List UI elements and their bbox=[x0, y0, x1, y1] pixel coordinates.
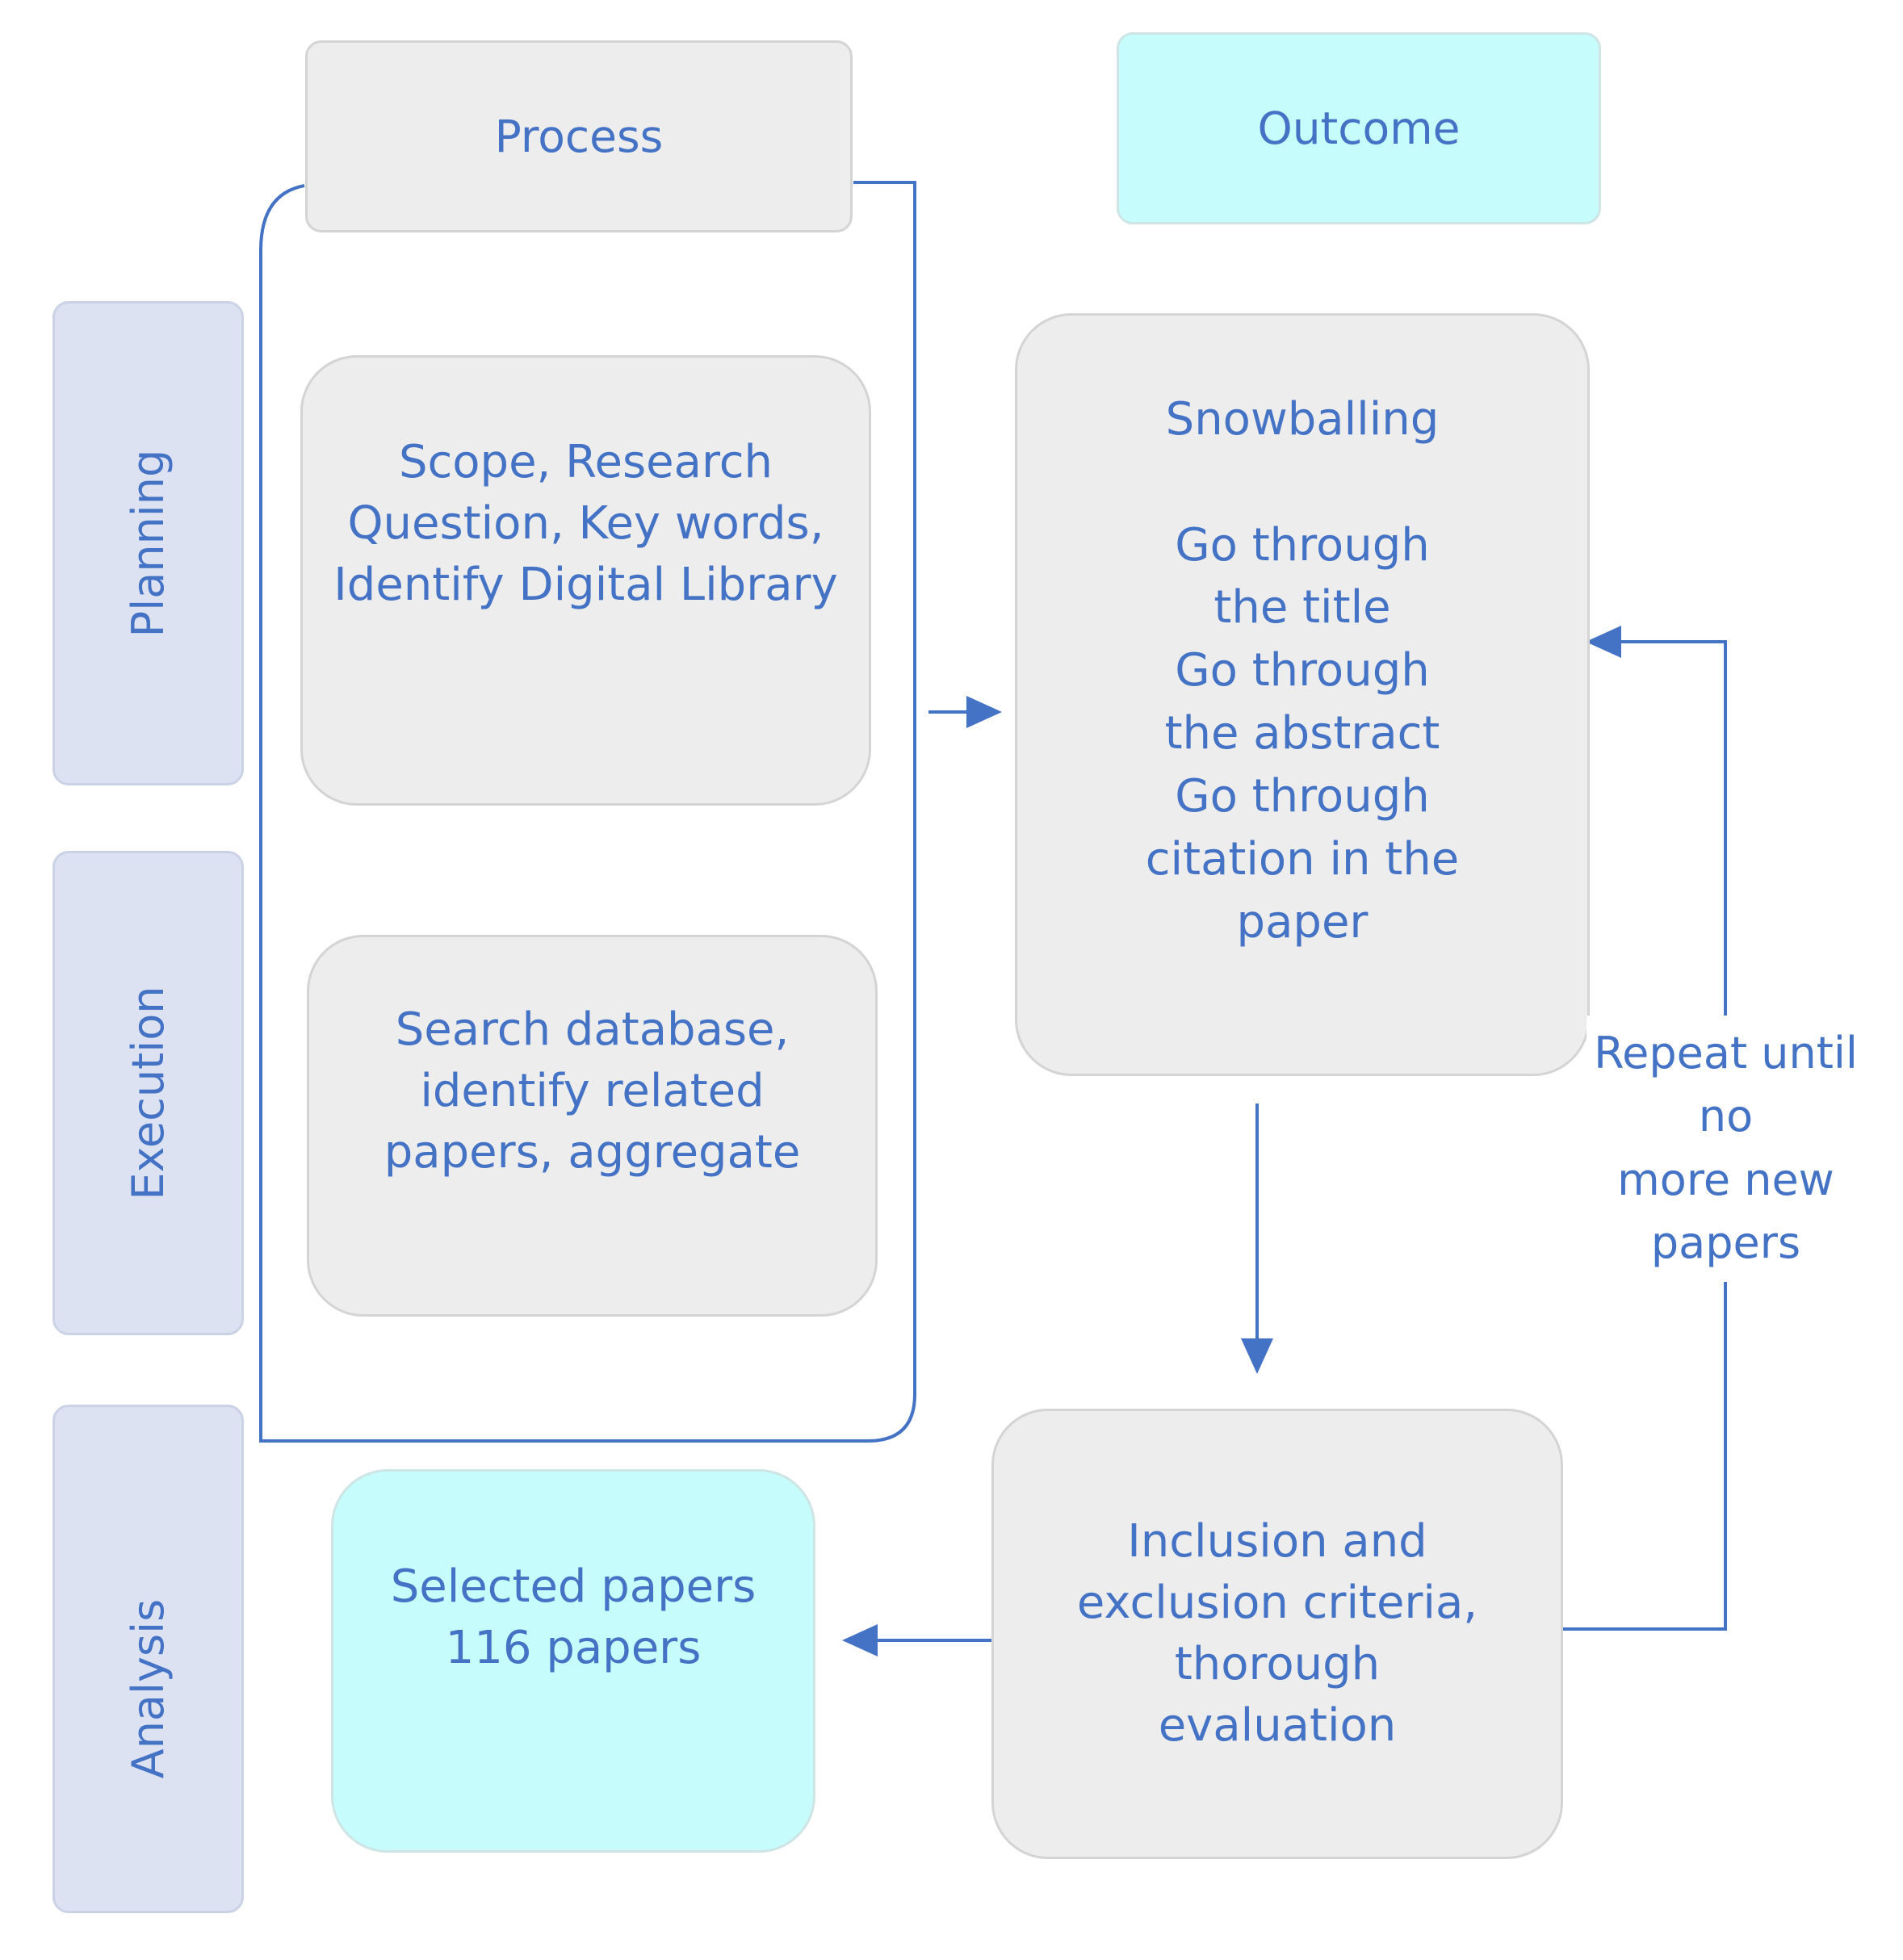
process-header: Process bbox=[305, 40, 853, 232]
stage-planning: Planning bbox=[52, 301, 244, 785]
inclusion-box-text: Inclusion and exclusion criteria, thorou… bbox=[1076, 1514, 1478, 1753]
execution-box-text: Search database, identify related papers… bbox=[384, 1003, 801, 1179]
stage-planning-label: Planning bbox=[122, 449, 174, 638]
selected-papers-text: Selected papers 116 papers bbox=[390, 1560, 757, 1675]
process-bracket bbox=[259, 181, 916, 1443]
snowballing-box-text: Snowballing Go through the title Go thro… bbox=[1145, 393, 1460, 949]
stage-execution: Execution bbox=[52, 851, 244, 1335]
selected-papers-box: Selected papers 116 papers bbox=[331, 1469, 815, 1853]
planning-box: Scope, Research Question, Key words, Ide… bbox=[300, 355, 871, 806]
planning-box-text: Scope, Research Question, Key words, Ide… bbox=[333, 436, 838, 612]
execution-box: Search database, identify related papers… bbox=[307, 935, 878, 1317]
stage-analysis: Analysis bbox=[52, 1405, 244, 1913]
loop-label: Repeat until no more new papers bbox=[1587, 1016, 1865, 1282]
inclusion-box: Inclusion and exclusion criteria, thorou… bbox=[991, 1409, 1563, 1859]
snowballing-box: Snowballing Go through the title Go thro… bbox=[1015, 313, 1590, 1076]
stage-analysis-label: Analysis bbox=[122, 1599, 174, 1779]
stage-execution-label: Execution bbox=[122, 986, 174, 1200]
outcome-header: Outcome bbox=[1117, 32, 1601, 224]
